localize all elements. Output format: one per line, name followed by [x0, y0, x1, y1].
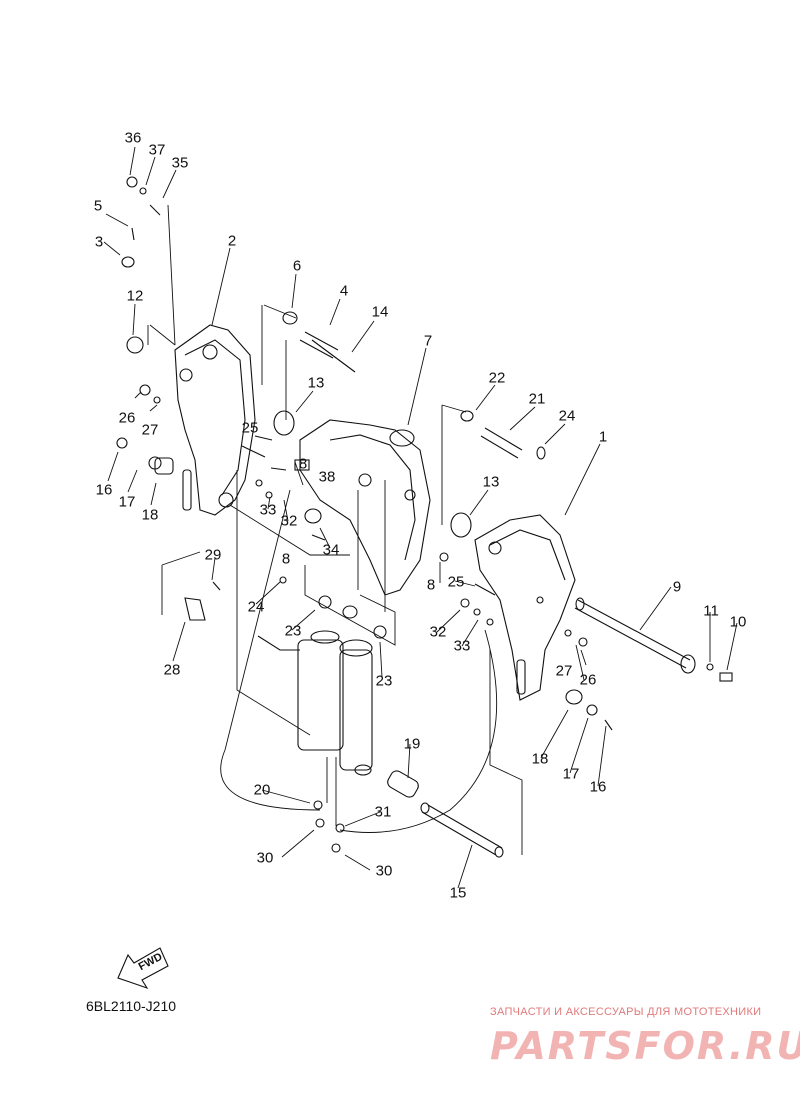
callout-24-a: 24	[558, 407, 576, 425]
callout-38: 38	[318, 468, 336, 486]
callout-17-a: 17	[118, 493, 136, 511]
callout-30-a: 30	[256, 849, 274, 867]
callout-21: 21	[528, 390, 546, 408]
callout-26-a: 26	[118, 409, 136, 427]
callout-33-b: 33	[453, 637, 471, 655]
callout-18-b: 18	[531, 750, 549, 768]
callout-32-b: 32	[429, 623, 447, 641]
tilt-cylinder	[297, 639, 344, 751]
bushing	[387, 770, 419, 798]
callout-23-b: 23	[375, 672, 393, 690]
small-parts	[116, 176, 733, 853]
callout-32-a: 32	[280, 512, 298, 530]
tilt-shaft	[574, 599, 691, 669]
callout-8-a: 8	[298, 455, 308, 473]
callout-2: 2	[227, 232, 237, 250]
watermark-tagline: ЗАПЧАСТИ И АКСЕССУАРЫ ДЛЯ МОТОТЕХНИКИ	[490, 1006, 762, 1018]
callout-16-a: 16	[95, 481, 113, 499]
right-clamp-bracket	[474, 514, 576, 701]
leader-lines	[103, 146, 738, 889]
callout-13-b: 13	[482, 473, 500, 491]
callout-9: 9	[672, 578, 682, 596]
callout-16-b: 16	[589, 778, 607, 796]
callout-26-b: 26	[579, 671, 597, 689]
callout-25-b: 25	[447, 573, 465, 591]
watermark-logo: PARTSFOR.RU	[490, 1024, 800, 1068]
callout-25-a: 25	[241, 419, 259, 437]
callout-17-b: 17	[562, 765, 580, 783]
callout-3: 3	[94, 233, 104, 251]
callout-35: 35	[171, 154, 189, 172]
callout-14: 14	[371, 303, 389, 321]
callout-19: 19	[403, 735, 421, 753]
callout-11: 11	[703, 602, 719, 620]
callout-33-a: 33	[259, 501, 277, 519]
callout-12: 12	[126, 287, 144, 305]
callout-27-b: 27	[555, 662, 573, 680]
diagram-code: 6BL2110-J210	[86, 998, 177, 1014]
callout-37: 37	[148, 141, 166, 159]
left-clamp-bracket	[174, 324, 256, 516]
callout-22: 22	[488, 369, 506, 387]
callout-6: 6	[292, 257, 302, 275]
callout-4: 4	[339, 282, 349, 300]
fwd-arrow	[117, 947, 169, 990]
callout-5: 5	[93, 197, 103, 215]
callout-31: 31	[374, 803, 392, 821]
callout-30-b: 30	[375, 862, 393, 880]
callout-20: 20	[253, 781, 271, 799]
callout-10: 10	[729, 613, 747, 631]
callout-27-a: 27	[141, 421, 159, 439]
callout-8-c: 8	[426, 576, 436, 594]
callout-28: 28	[163, 661, 181, 679]
callout-36: 36	[124, 129, 142, 147]
callout-18-a: 18	[141, 506, 159, 524]
callout-1: 1	[598, 428, 608, 446]
tube	[421, 804, 503, 856]
callout-34: 34	[322, 541, 340, 559]
callout-29: 29	[204, 546, 222, 564]
callout-8-b: 8	[281, 550, 291, 568]
callout-13-a: 13	[307, 374, 325, 392]
callout-24-b: 24	[247, 598, 265, 616]
callout-15: 15	[449, 884, 467, 902]
swivel-bracket	[299, 419, 431, 596]
callout-7: 7	[423, 332, 433, 350]
callout-23-a: 23	[284, 622, 302, 640]
